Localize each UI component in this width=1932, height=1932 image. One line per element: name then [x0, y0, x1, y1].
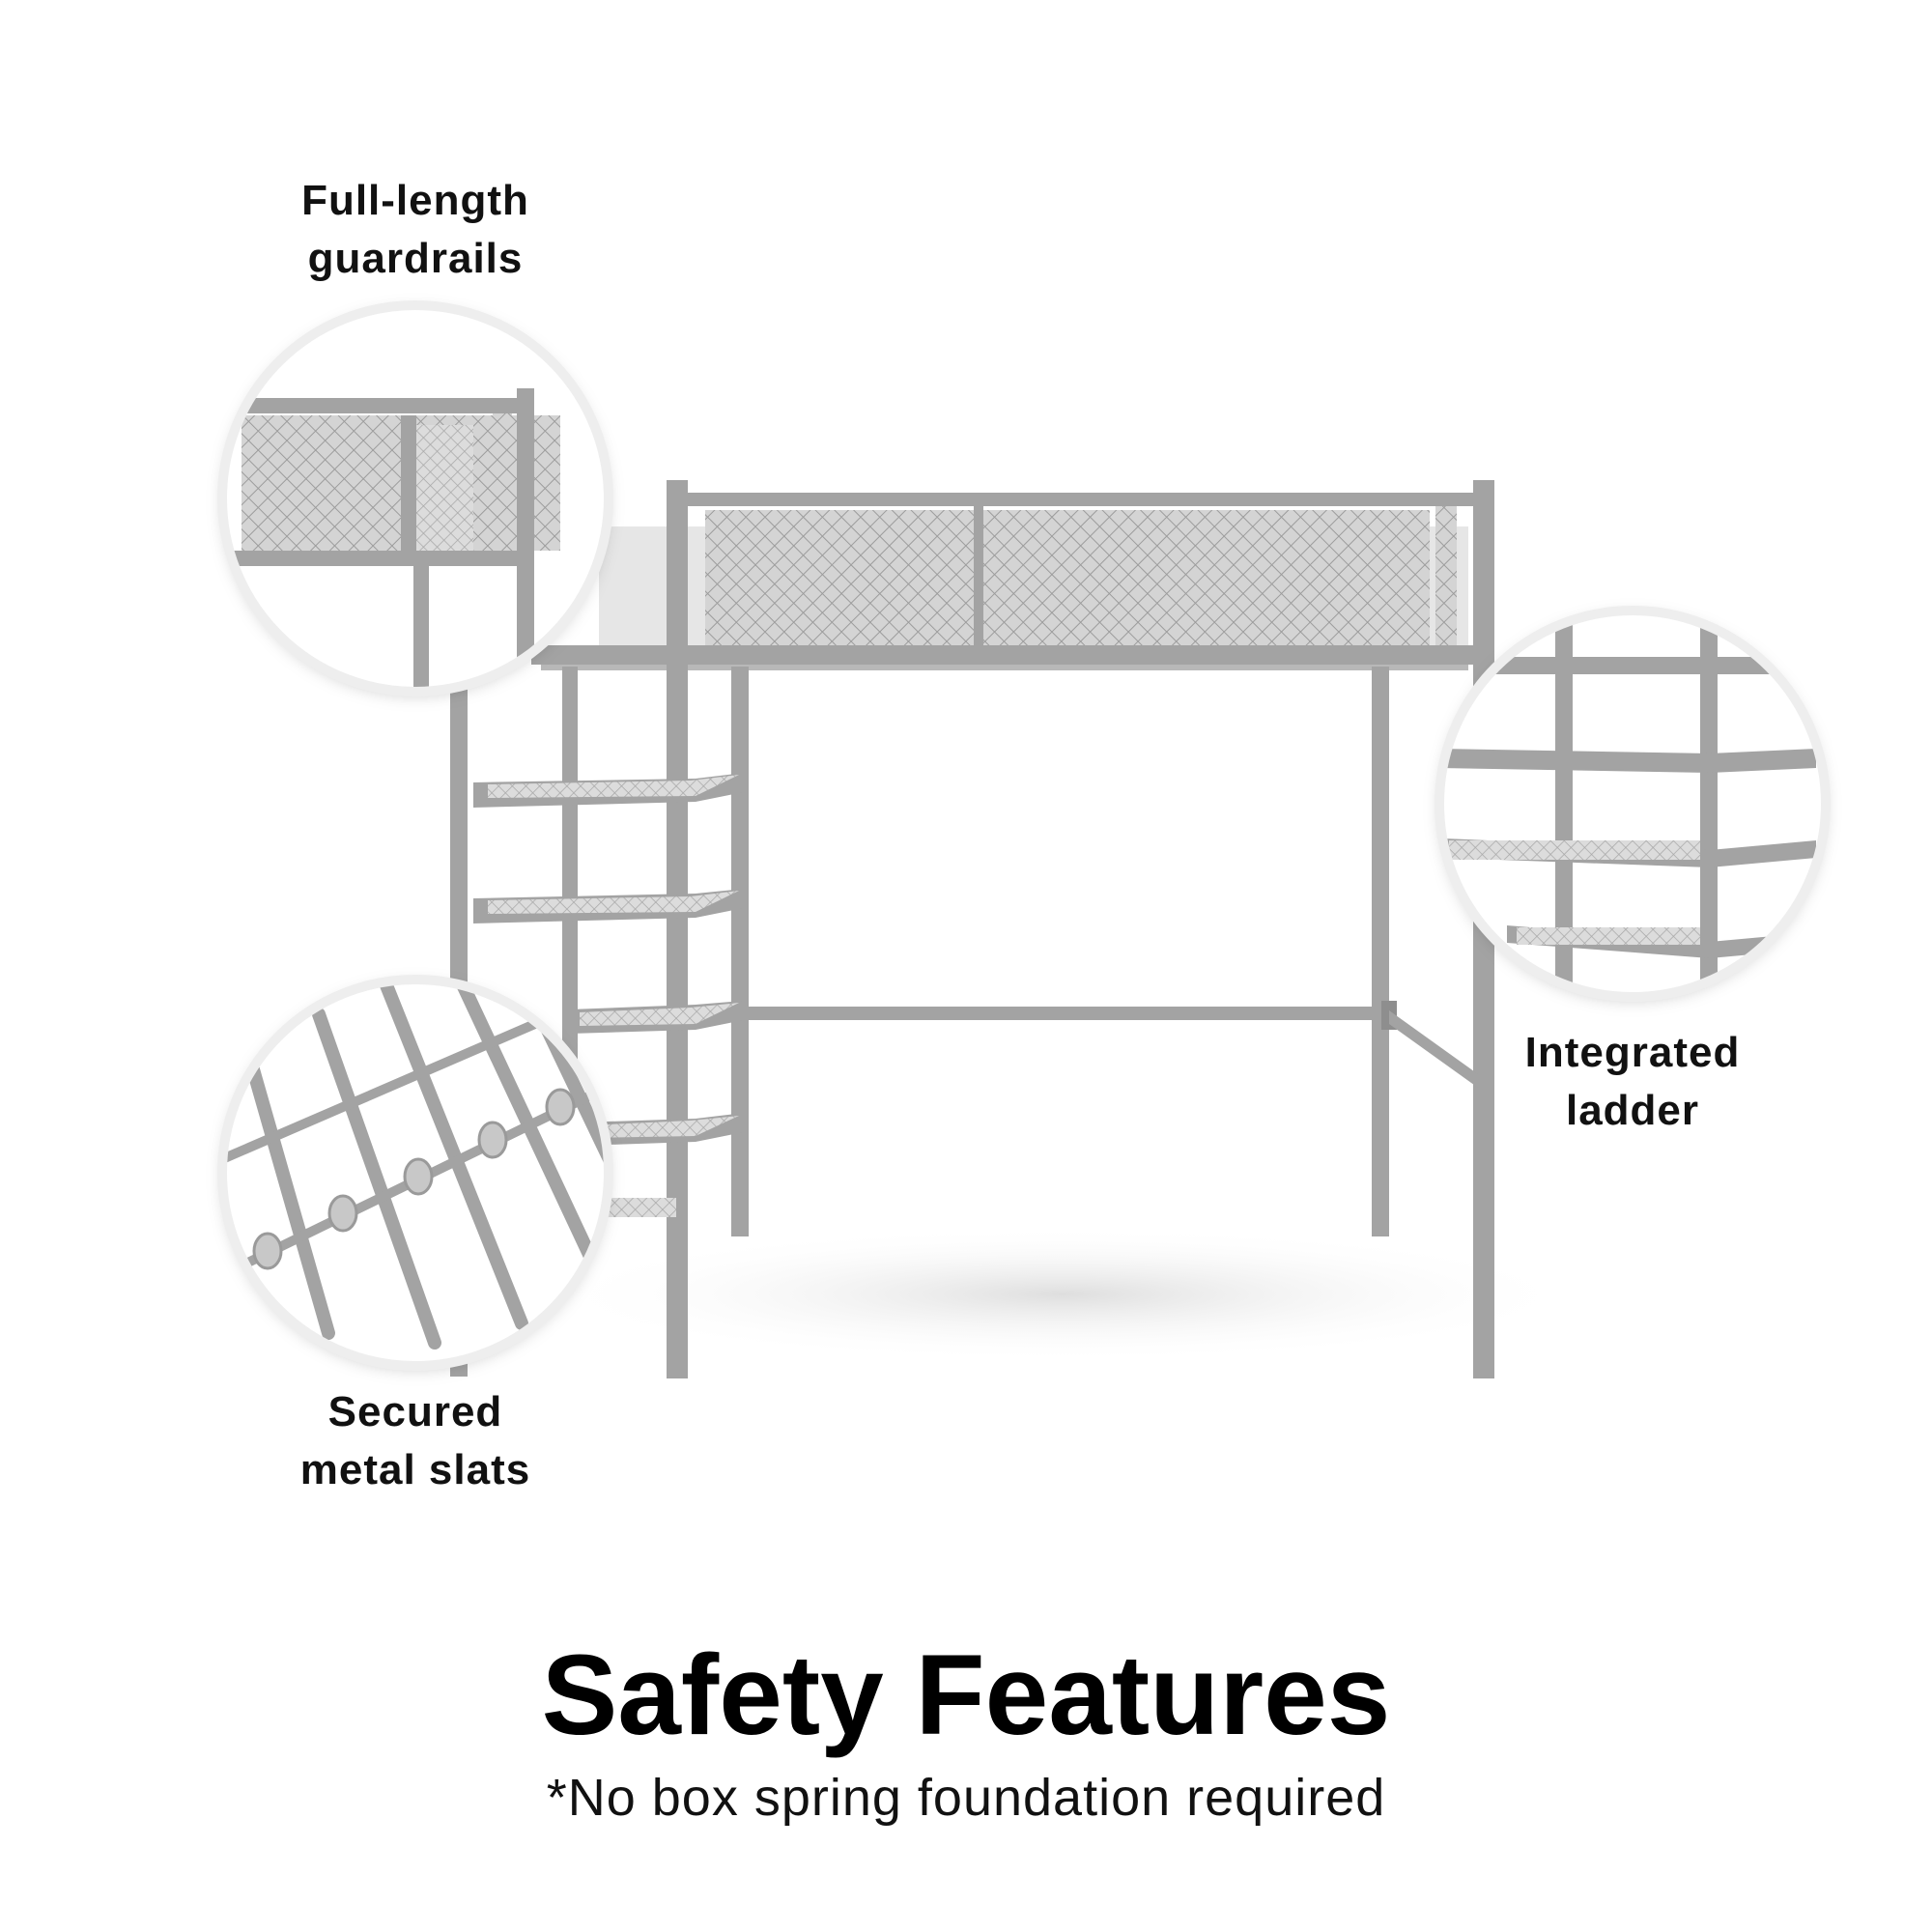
- post-ladder-back: [562, 667, 578, 1121]
- slats-callout-label: Secured metal slats: [222, 1383, 609, 1499]
- post-front-left: [667, 480, 688, 1378]
- ladder-detail-circle: [1435, 606, 1831, 1002]
- guardrail-mesh-right: [983, 510, 1430, 645]
- guardrails-label-line2: guardrails: [307, 235, 524, 282]
- ladder-shelves: [473, 773, 744, 1217]
- guardrails-callout-label: Full-length guardrails: [222, 172, 609, 288]
- post-mid-left: [731, 667, 749, 1236]
- slats-detail-circle: [217, 975, 613, 1371]
- guardrail-detail-circle: [217, 300, 613, 696]
- lower-support-bar: [749, 1007, 1377, 1020]
- bed-frame-rail: [531, 645, 1473, 665]
- slats-label-line1: Secured: [327, 1388, 503, 1435]
- ladder-label-line1: Integrated: [1524, 1029, 1741, 1076]
- ladder-label-line2: ladder: [1565, 1087, 1700, 1134]
- guardrails-label-line1: Full-length: [301, 177, 529, 224]
- guardrail-mesh-left: [705, 510, 978, 645]
- page-subtitle: *No box spring foundation required: [546, 1769, 1386, 1827]
- floor-shadow: [541, 1227, 1584, 1362]
- headboard-mesh: [1435, 502, 1457, 647]
- slats-label-line2: metal slats: [299, 1446, 531, 1493]
- guardrail-top-bar: [676, 493, 1473, 506]
- page-title: Safety Features: [541, 1632, 1391, 1759]
- ladder-callout-label: Integrated ladder: [1439, 1024, 1826, 1140]
- post-back-right: [1372, 667, 1389, 1236]
